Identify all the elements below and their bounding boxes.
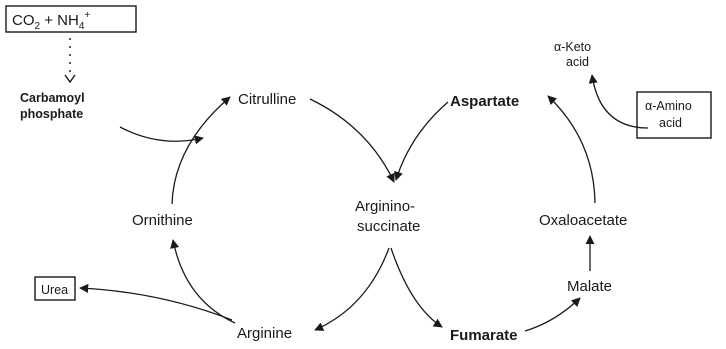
arrow-amino-acid-to-keto-acid xyxy=(588,74,649,129)
fumarate-label: Fumarate xyxy=(450,327,518,344)
urea-label: Urea xyxy=(41,283,68,297)
arrow-arginine-to-urea xyxy=(79,283,233,321)
co2-label: CO xyxy=(12,12,35,29)
oxaloacetate-label: Oxaloacetate xyxy=(539,212,627,229)
aspartate-label: Aspartate xyxy=(450,93,519,110)
keto-acid-label-line2: acid xyxy=(566,55,589,69)
keto-acid-label-line1: α-Keto xyxy=(554,40,591,54)
arrow-argininosuccinate-to-arginine xyxy=(314,247,390,331)
ornithine-label: Ornithine xyxy=(132,212,193,229)
arrow-ornithine-to-citrulline xyxy=(171,96,231,205)
co2-subscript: 2 xyxy=(35,21,41,32)
arrow-oxaloacetate-to-aspartate xyxy=(547,95,596,204)
urea-box: Urea xyxy=(34,276,76,301)
nh4-subscript: 4 xyxy=(79,21,85,32)
amino-acid-label-line1: α-Amino xyxy=(645,99,692,113)
svg-text:CO2 + NH4+: CO2 + NH4+ xyxy=(12,10,90,32)
citrulline-label: Citrulline xyxy=(238,91,296,108)
amino-acid-label-line2: acid xyxy=(659,116,682,130)
nh4-superscript: + xyxy=(84,10,90,21)
arrow-carbamoyl-to-cycle xyxy=(119,126,204,145)
carbamoyl-label-line1: Carbamoyl xyxy=(20,91,85,105)
arrow-argininosuccinate-to-fumarate xyxy=(390,247,443,328)
co2-nh4-box: CO2 + NH4+ xyxy=(5,5,137,33)
arrow-aspartate-to-argininosuccinate xyxy=(394,101,449,181)
arrow-fumarate-to-malate xyxy=(524,297,581,332)
amino-acid-box: α-Amino acid xyxy=(636,91,712,139)
arrow-citrulline-to-argininosuccinate xyxy=(309,98,395,183)
argininosuccinate-label-line2: succinate xyxy=(357,218,420,235)
carbamoyl-label-line2: phosphate xyxy=(20,107,83,121)
arginine-label: Arginine xyxy=(237,325,292,342)
malate-label: Malate xyxy=(567,278,612,295)
argininosuccinate-label-line1: Arginino- xyxy=(355,198,415,215)
plus-nh-label: + NH xyxy=(40,12,79,29)
dotted-arrow-head xyxy=(64,74,76,84)
